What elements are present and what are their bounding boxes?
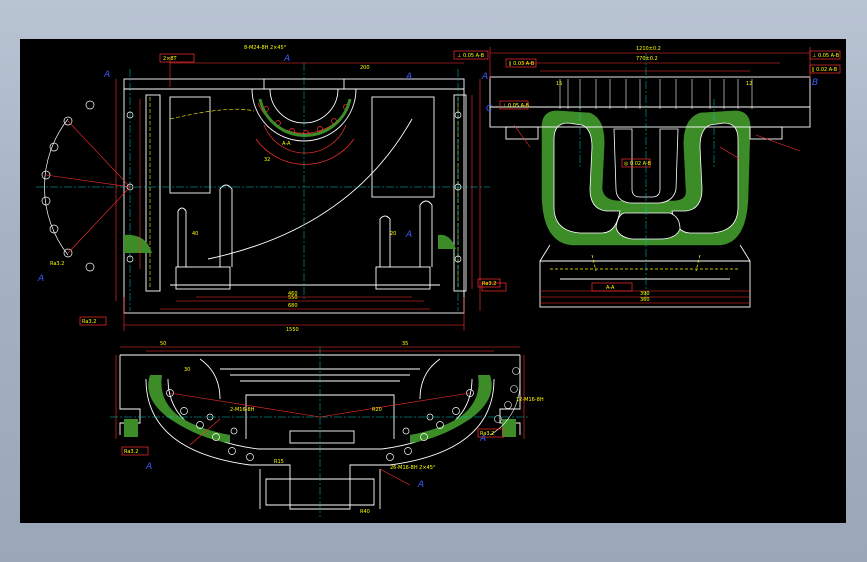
bottom-marker-1: A xyxy=(145,462,152,472)
top-marker-3: A xyxy=(405,72,412,82)
top-dim-7: 20 xyxy=(390,231,396,237)
bottom-dim-4: R20 xyxy=(372,407,382,413)
top-note-2: 2×45° xyxy=(270,45,287,51)
side-marker-3: C xyxy=(486,104,493,114)
bottom-marker-3: A xyxy=(417,480,424,490)
side-dim-3: 390 xyxy=(640,291,650,297)
top-dim-2: 680 xyxy=(288,303,298,309)
side-frame-4: ∥ 0.02 A-B xyxy=(812,67,838,73)
top-dim-4: 460 xyxy=(288,291,298,297)
cad-drawing-viewport[interactable]: 2×8T 8-M24-8H 2×45° A-A Ra3.2 Ra3.2 Ra3.… xyxy=(20,39,846,523)
side-marker-1: A xyxy=(481,72,488,82)
side-dim-4: 360 xyxy=(640,297,650,303)
top-frame-2: Ra3.2 xyxy=(482,281,496,287)
side-view: ⊥ 0.05 A-B ∥ 0.03 A-B ⊥ 0.05 A-B ∥ 0.02 … xyxy=(453,46,841,308)
side-frame-2: ∥ 0.03 A-B xyxy=(509,61,535,67)
bottom-dim-2: 35 xyxy=(402,341,408,347)
top-note-1: 8-M24-8H xyxy=(244,45,269,51)
bottom-note-2: 12-M16-8H xyxy=(516,397,544,403)
bottom-marker-2: A xyxy=(479,434,486,444)
top-view: 2×8T 8-M24-8H 2×45° A-A Ra3.2 Ra3.2 Ra3.… xyxy=(36,45,507,333)
bottom-note-1: 2-M16-8H xyxy=(230,407,255,413)
side-dim-5: 15 xyxy=(556,81,562,87)
bottom-note-3: 26-M16-8H 2×45° xyxy=(390,465,436,471)
top-marker-4: A xyxy=(405,230,412,240)
side-frame-3: ⊥ 0.05 A-B xyxy=(812,53,840,59)
top-frame-4: Ra3.2 xyxy=(50,261,64,267)
top-marker-2: A xyxy=(283,54,290,64)
side-frame-6: ◎ 0.02 A-B xyxy=(624,161,652,167)
side-dim-1: 1210±0.2 xyxy=(636,46,661,52)
side-frame-5: ⊥ 0.05 A-B xyxy=(502,103,530,109)
top-dim-6: 40 xyxy=(192,231,198,237)
bottom-frame-1: Ra3.2 xyxy=(124,449,138,455)
side-dim-6: 12 xyxy=(746,81,752,87)
top-marker-5: A xyxy=(37,274,44,284)
top-frame-1: 2×8T xyxy=(163,56,178,62)
side-frame-1: ⊥ 0.05 A-B xyxy=(457,53,485,59)
bottom-view: Ra3.2 Ra3.2 2-M16-8H 12-M16-8H 26-M16-8H… xyxy=(110,341,544,517)
side-dim-2: 770±0.2 xyxy=(636,56,658,62)
top-frame-3: Ra3.2 xyxy=(82,319,96,325)
side-base xyxy=(539,260,751,308)
side-marker-2: B xyxy=(812,78,818,88)
top-dim-5: 200 xyxy=(360,65,370,71)
top-dim-8: 32 xyxy=(264,157,270,163)
top-note-3: A-A xyxy=(282,141,291,147)
top-dim-1: 1550 xyxy=(286,327,299,333)
bottom-dim-6: R40 xyxy=(360,509,370,515)
side-note-1: A-A xyxy=(606,285,615,291)
bottom-dim-1: 50 xyxy=(160,341,166,347)
bottom-dim-5: R15 xyxy=(274,459,284,465)
bottom-dim-3: 30 xyxy=(184,367,190,373)
top-dim-3: 550 xyxy=(288,295,298,301)
side-top-flange xyxy=(489,76,811,128)
top-marker-1: A xyxy=(103,70,110,80)
engineering-drawing: 2×8T 8-M24-8H 2×45° A-A Ra3.2 Ra3.2 Ra3.… xyxy=(36,45,841,517)
top-view-outline xyxy=(123,78,465,314)
bottom-frame-2: Ra3.2 xyxy=(480,431,494,437)
